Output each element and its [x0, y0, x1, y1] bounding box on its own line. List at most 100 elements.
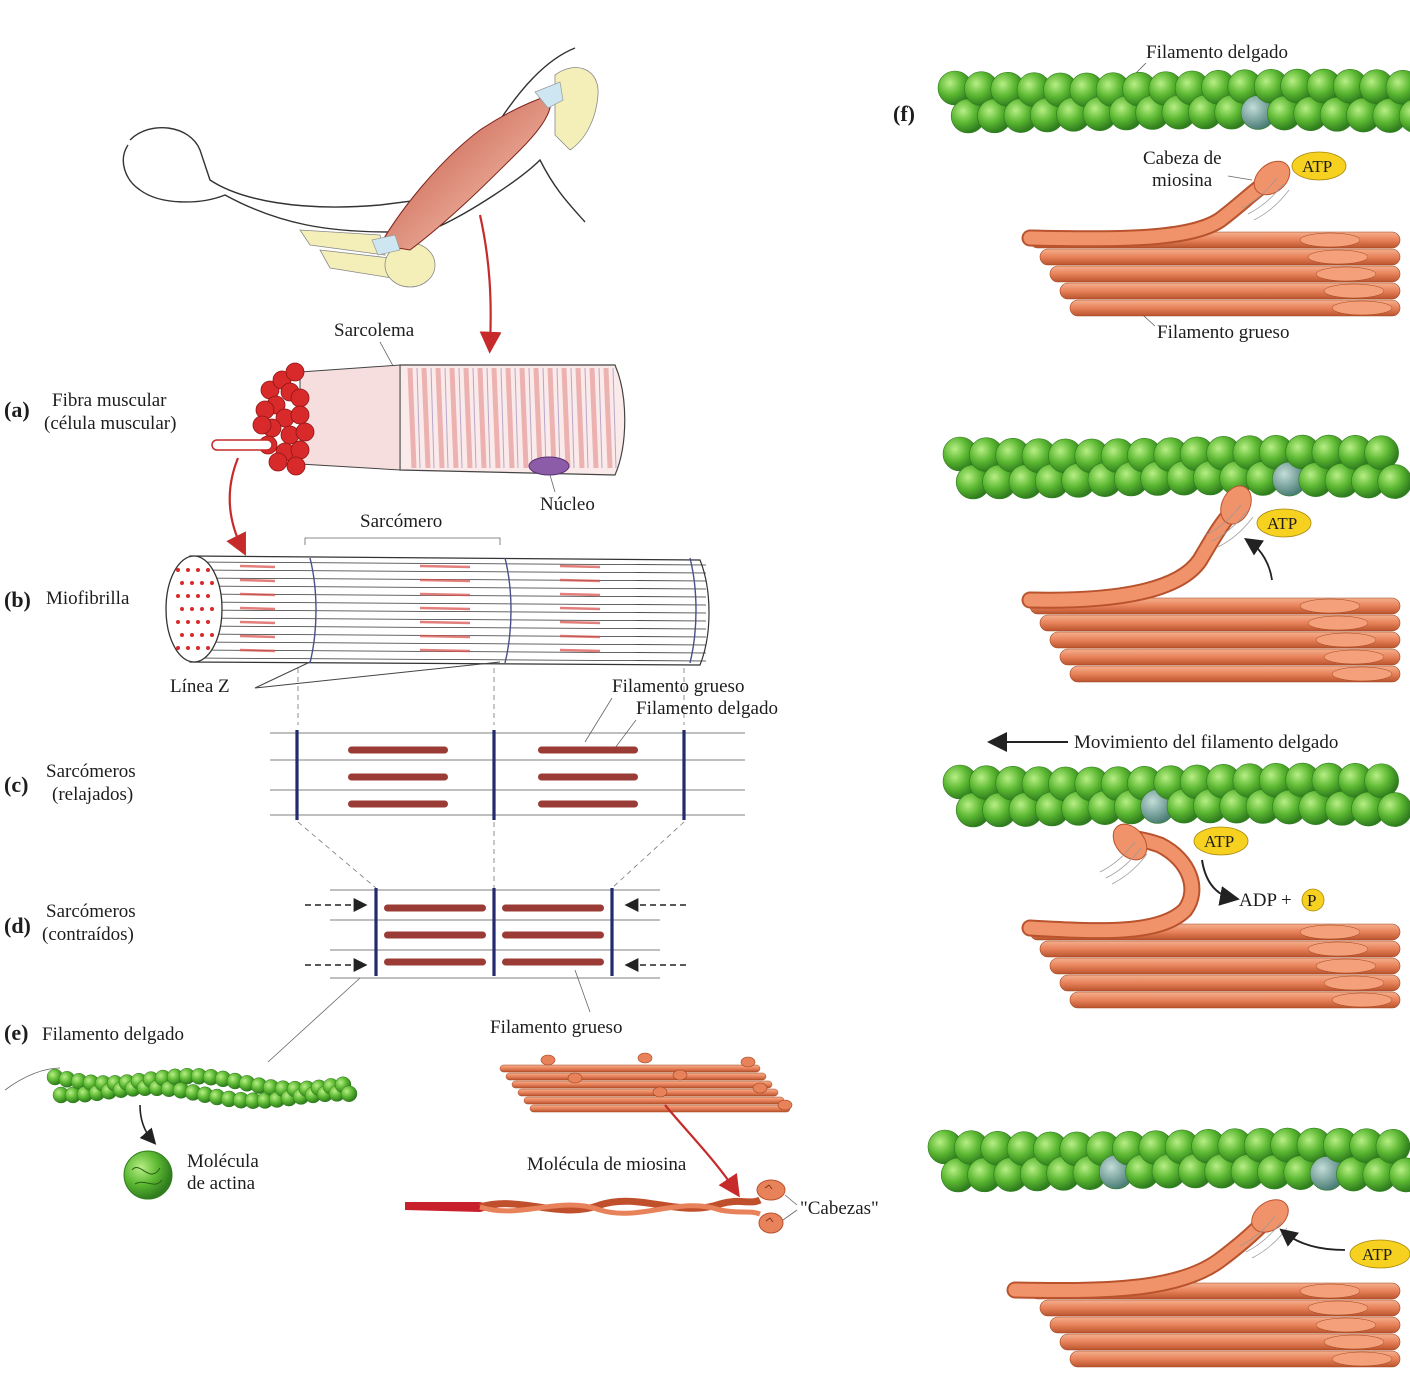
thick-filament-rod: [1049, 631, 1401, 649]
thick-filament-label-c: Filamento grueso: [612, 676, 744, 697]
thick-filament-bar: [502, 931, 604, 939]
atp-text-3: ATP: [1204, 832, 1234, 851]
myofibril-end-6: [290, 388, 310, 408]
myofibril-end-16: [268, 452, 288, 472]
thin-filament-label-e: Filamento delgado: [42, 1024, 184, 1045]
thick-filament-rod: [1049, 1316, 1401, 1334]
thick-filament-bar: [538, 746, 638, 754]
myosin-rod: [505, 1072, 767, 1081]
thick-filament-bar: [502, 904, 604, 912]
cycle-step-3: [942, 762, 1410, 1009]
cycle-step-1: [937, 68, 1410, 317]
panel-b-letter: (b): [4, 587, 31, 612]
thick-filament-rod: [1039, 614, 1401, 632]
atp-text-1: ATP: [1302, 157, 1332, 176]
myofibril-end-12: [295, 422, 315, 442]
thick-filament-rod: [1039, 248, 1401, 266]
actin-filament-e: [46, 1067, 358, 1109]
myosin-head-bulge: [1299, 924, 1361, 940]
myofibril-end-17: [286, 456, 306, 476]
myosin-head-1: [756, 1179, 786, 1201]
myosin-head-bump: [752, 1082, 768, 1094]
myofibril-filaments: [194, 557, 707, 664]
panel-c-letter: (c): [4, 772, 28, 797]
myosin-head-bulge: [1299, 598, 1361, 614]
thick-filament-rod: [1059, 282, 1401, 300]
myosin-head-bulge: [1331, 300, 1393, 316]
thick-filament-bar: [384, 958, 486, 966]
contracted-label: (contraídos): [42, 924, 134, 945]
myosin-head-label-1: Cabeza de: [1143, 148, 1222, 169]
myosin-rod: [529, 1104, 791, 1113]
myosin-head-label-2: miosina: [1152, 170, 1213, 191]
myosin-neck-fill: [1023, 505, 1239, 607]
thick-filament-rod: [1059, 974, 1401, 992]
thin-filament-label-c: Filamento delgado: [636, 698, 778, 719]
atp-text-2: ATP: [1267, 514, 1297, 533]
nucleus-label: Núcleo: [540, 494, 595, 515]
thick-filament-rod: [1059, 1333, 1401, 1351]
myosin-head-bulge: [1307, 249, 1369, 265]
atp-badge-2: [1256, 508, 1312, 538]
myosin-head-bulge: [1315, 266, 1377, 282]
myosin-head: [1220, 485, 1252, 525]
myofibril-end-9: [290, 405, 310, 425]
myosin-head-bulge: [1307, 615, 1369, 631]
relaxed-label: (relajados): [52, 784, 133, 805]
z-line-label: Línea Z: [170, 676, 230, 697]
arm-illustration: [122, 47, 599, 354]
actin-molecule: [123, 1150, 173, 1200]
panel-a-muscle-fiber: (a) Fibra muscular (célula muscular) Sar…: [4, 320, 626, 556]
myofibril-cylinder: [189, 555, 710, 666]
panel-f-crossbridge-cycle: (f) Filamento delgado Cabeza de miosina …: [893, 42, 1410, 1368]
thick-filament-bundle-e: [499, 1052, 793, 1113]
thick-filament-rod: [1069, 1350, 1401, 1368]
single-myofibril: [211, 439, 273, 451]
myofibril-end-18: [252, 415, 272, 435]
sarcolemma-label: Sarcolema: [334, 320, 415, 341]
thick-filament-rod: [1069, 665, 1401, 683]
atp-badge-1: [1291, 151, 1347, 181]
movement-label: Movimiento del filamento delgado: [1074, 732, 1338, 753]
actin-bead: [1377, 792, 1410, 827]
thick-filament-rod: [1069, 991, 1401, 1009]
panel-d-contracted-sarcomeres: (d) Sarcómeros (contraídos) Filamento gr…: [4, 888, 686, 1038]
myosin-head-bump: [672, 1069, 688, 1081]
myosin-head-2: [758, 1212, 784, 1234]
thick-filament-label-f: Filamento grueso: [1157, 322, 1289, 343]
myosin-rod: [523, 1096, 785, 1105]
muscle-fiber-label: Fibra muscular: [52, 390, 167, 411]
myofibril-end-3: [285, 362, 305, 382]
myosin-head-bulge: [1315, 1317, 1377, 1333]
myosin-head-bump: [740, 1056, 756, 1068]
myosin-head-bulge: [1323, 283, 1385, 299]
thick-filament-rod: [1069, 299, 1401, 317]
actin-molecule-label-1: Molécula: [187, 1151, 259, 1172]
myosin-head-bulge: [1331, 1351, 1393, 1367]
phosphate-text: P: [1307, 891, 1316, 910]
actin-bead: [1377, 464, 1410, 499]
myosin-rod: [511, 1080, 773, 1089]
thick-filament-bar: [384, 904, 486, 912]
nucleus: [528, 456, 570, 476]
myosin-head-bulge: [1307, 941, 1369, 957]
cycle-step-4: [927, 1127, 1410, 1368]
atp-text-4: ATP: [1362, 1245, 1392, 1264]
thick-filament-bar: [538, 800, 638, 808]
panel-c-relaxed-sarcomeres: (c) Sarcómeros (relajados) Filamento gru…: [4, 676, 778, 889]
sarcomere-label: Sarcómero: [360, 511, 442, 532]
atp-badge-4: [1349, 1239, 1410, 1269]
myosin-head-bulge: [1331, 666, 1393, 682]
thick-filament-rod: [1039, 940, 1401, 958]
muscle-cell-label: (célula muscular): [44, 413, 176, 434]
myosin-head-bulge: [1299, 1283, 1361, 1299]
myosin-head-bulge: [1323, 975, 1385, 991]
actin-bead: [1385, 70, 1410, 105]
myosin-rod: [517, 1088, 779, 1097]
actin-bead: [1388, 1157, 1410, 1193]
actin-bead: [1364, 435, 1399, 471]
thick-filament-bar: [538, 773, 638, 781]
myosin-neck-fill: [1008, 1211, 1275, 1298]
panel-d-letter: (d): [4, 913, 31, 938]
